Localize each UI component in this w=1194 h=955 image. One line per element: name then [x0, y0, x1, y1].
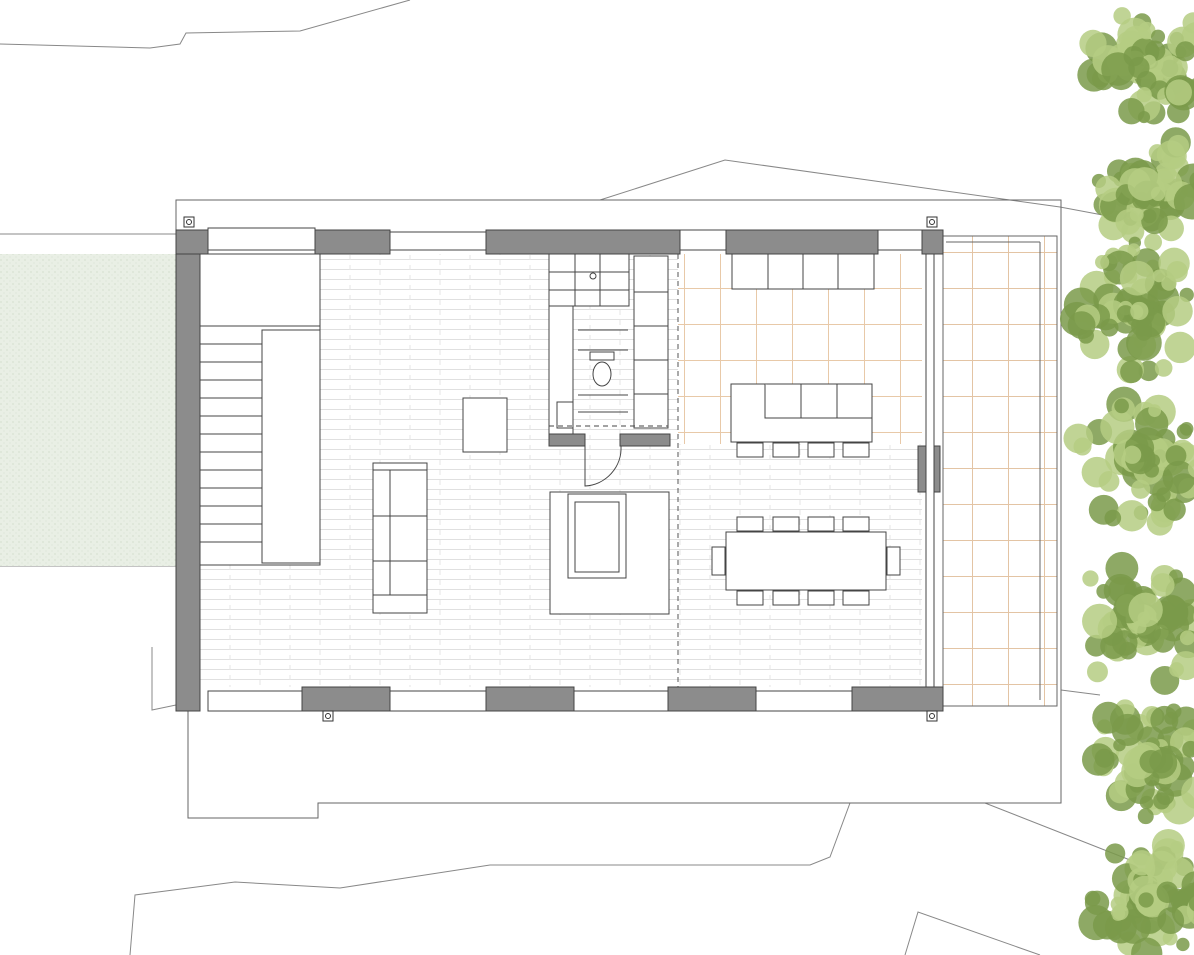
lawn: [0, 254, 176, 566]
tree-foliage: [1135, 406, 1169, 441]
tree-foliage: [1144, 233, 1162, 251]
stair-small: [548, 253, 630, 307]
tree-foliage: [1162, 460, 1194, 494]
tree-foliage: [1063, 423, 1094, 454]
tree-foliage: [1095, 255, 1110, 270]
tree-foliage: [1131, 479, 1151, 499]
tree-foliage: [1114, 398, 1129, 414]
tree-foliage: [1116, 305, 1135, 323]
tree-foliage: [1176, 423, 1193, 440]
tree-foliage: [1165, 445, 1187, 466]
walls: [175, 229, 944, 712]
terrace: [942, 235, 1058, 707]
tree-foliage: [1127, 167, 1162, 201]
tree-foliage: [1105, 843, 1126, 864]
tree-foliage: [1082, 743, 1115, 776]
tree-foliage: [1127, 243, 1141, 257]
tree-foliage: [1082, 570, 1099, 587]
tree-foliage: [1154, 359, 1173, 377]
tree-foliage: [1138, 892, 1154, 908]
tree-foliage: [1157, 907, 1185, 935]
tree-foliage: [1123, 46, 1144, 67]
tree-foliage: [1151, 828, 1185, 862]
living-furniture: [372, 397, 670, 615]
tree-foliage: [1181, 776, 1194, 809]
tree-foliage: [1086, 661, 1108, 683]
tree-foliage: [1164, 331, 1194, 364]
tree-foliage: [1182, 740, 1194, 758]
tree-foliage: [1095, 175, 1122, 202]
tree-foliage: [1137, 21, 1156, 40]
tree-foliage: [1173, 183, 1194, 220]
tree-foliage: [1147, 454, 1161, 468]
tree-foliage: [1111, 713, 1144, 746]
tree-foliage: [1120, 360, 1143, 384]
tree-foliage: [1130, 301, 1149, 321]
tree-foliage: [1179, 630, 1194, 646]
tree-foliage: [1081, 456, 1113, 488]
tree-foliage: [1079, 29, 1107, 58]
trees: [1059, 7, 1194, 955]
tree-foliage: [1181, 871, 1194, 898]
tree-foliage: [1131, 937, 1163, 955]
tree-foliage: [1142, 208, 1157, 224]
tree-foliage: [1082, 603, 1118, 639]
tree-foliage: [1136, 71, 1157, 91]
tree-foliage: [1163, 498, 1186, 521]
tree-foliage: [1100, 409, 1135, 445]
tree-foliage: [1148, 404, 1162, 418]
tree-foliage: [1175, 41, 1194, 62]
kitchen: [730, 253, 875, 458]
tree-foliage: [1112, 903, 1129, 921]
tree-foliage: [1150, 29, 1166, 44]
plinth-outline: [175, 199, 1062, 819]
tree-foliage: [1129, 850, 1155, 876]
tree-foliage: [1162, 930, 1178, 946]
tree-foliage: [1118, 98, 1145, 125]
columns: [183, 216, 938, 722]
stair-main: [199, 253, 321, 566]
tree-foliage: [1137, 808, 1154, 825]
tree-foliage: [1147, 493, 1166, 512]
tree-foliage: [1156, 595, 1188, 627]
tree-foliage: [1176, 937, 1190, 952]
tree-foliage: [1165, 79, 1192, 106]
tree-foliage: [1149, 749, 1174, 774]
tree-foliage: [1136, 87, 1152, 103]
tree-foliage: [1161, 275, 1177, 291]
tree-foliage: [1188, 895, 1194, 912]
tree-foliage: [1105, 551, 1139, 585]
tree-foliage: [1116, 500, 1148, 532]
tree-foliage: [1150, 573, 1175, 597]
tree-foliage: [1156, 881, 1179, 903]
tree-foliage: [1167, 134, 1190, 157]
tree-foliage: [1104, 509, 1122, 527]
tree-foliage: [1171, 651, 1194, 681]
windows: [207, 227, 935, 712]
tree-foliage: [1128, 592, 1163, 628]
dining-table: [711, 516, 901, 606]
tree-foliage: [1119, 260, 1155, 296]
tree-foliage: [1108, 780, 1132, 804]
tree-foliage: [1150, 705, 1179, 734]
tree-foliage: [1129, 207, 1144, 222]
tree-foliage: [1158, 247, 1190, 280]
tree-foliage: [1119, 642, 1137, 660]
tree-foliage: [1123, 445, 1142, 464]
tree-foliage: [1162, 295, 1193, 327]
tree-foliage: [1139, 795, 1154, 810]
tree-foliage: [1078, 905, 1114, 941]
tree-foliage: [1153, 792, 1171, 810]
wc: [548, 255, 669, 487]
tree-foliage: [1187, 459, 1194, 478]
tree-foliage: [1067, 311, 1096, 340]
tree-foliage: [1138, 360, 1159, 382]
tree-foliage: [1159, 55, 1183, 79]
tree-foliage: [1126, 325, 1162, 361]
